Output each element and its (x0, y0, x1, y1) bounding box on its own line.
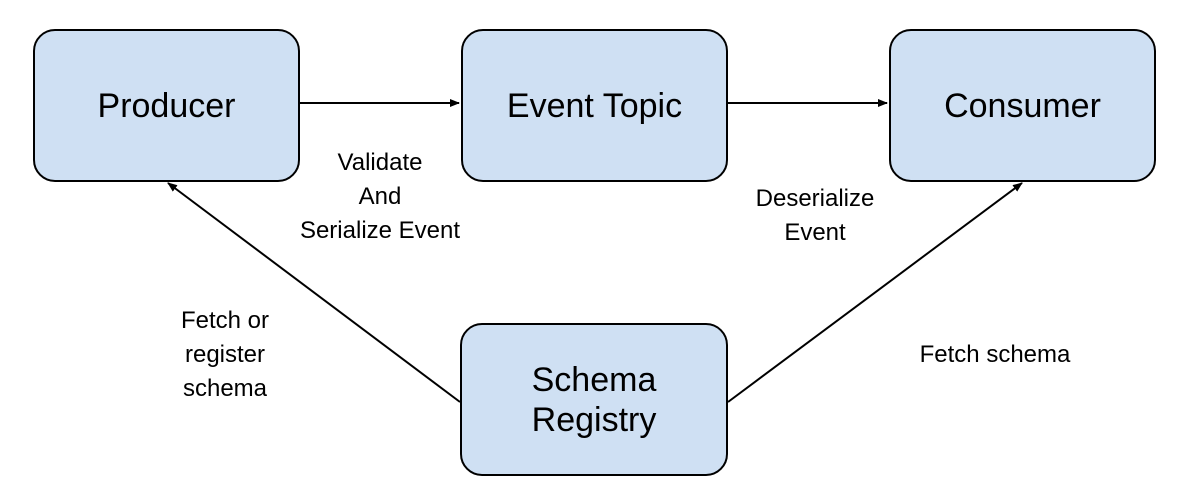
schema-registry-node: Schema Registry (460, 323, 728, 476)
producer-node: Producer (33, 29, 300, 182)
edge-registry-to-producer (167, 182, 461, 403)
event-topic-label: Event Topic (506, 86, 683, 125)
validate-serialize-label: Validate And Serialize Event (299, 149, 461, 244)
deserialize-label: Deserialize Event (755, 185, 875, 246)
consumer-node: Consumer (889, 29, 1156, 182)
edge-registry-to-consumer (727, 182, 1023, 403)
event-topic-node: Event Topic (461, 29, 728, 182)
fetch-schema-label: Fetch schema (919, 341, 1071, 368)
consumer-label: Consumer (944, 86, 1101, 125)
schema-registry-label: Schema Registry (531, 360, 657, 439)
producer-label: Producer (97, 86, 236, 125)
fetch-or-register-label: Fetch or register schema (180, 307, 270, 402)
